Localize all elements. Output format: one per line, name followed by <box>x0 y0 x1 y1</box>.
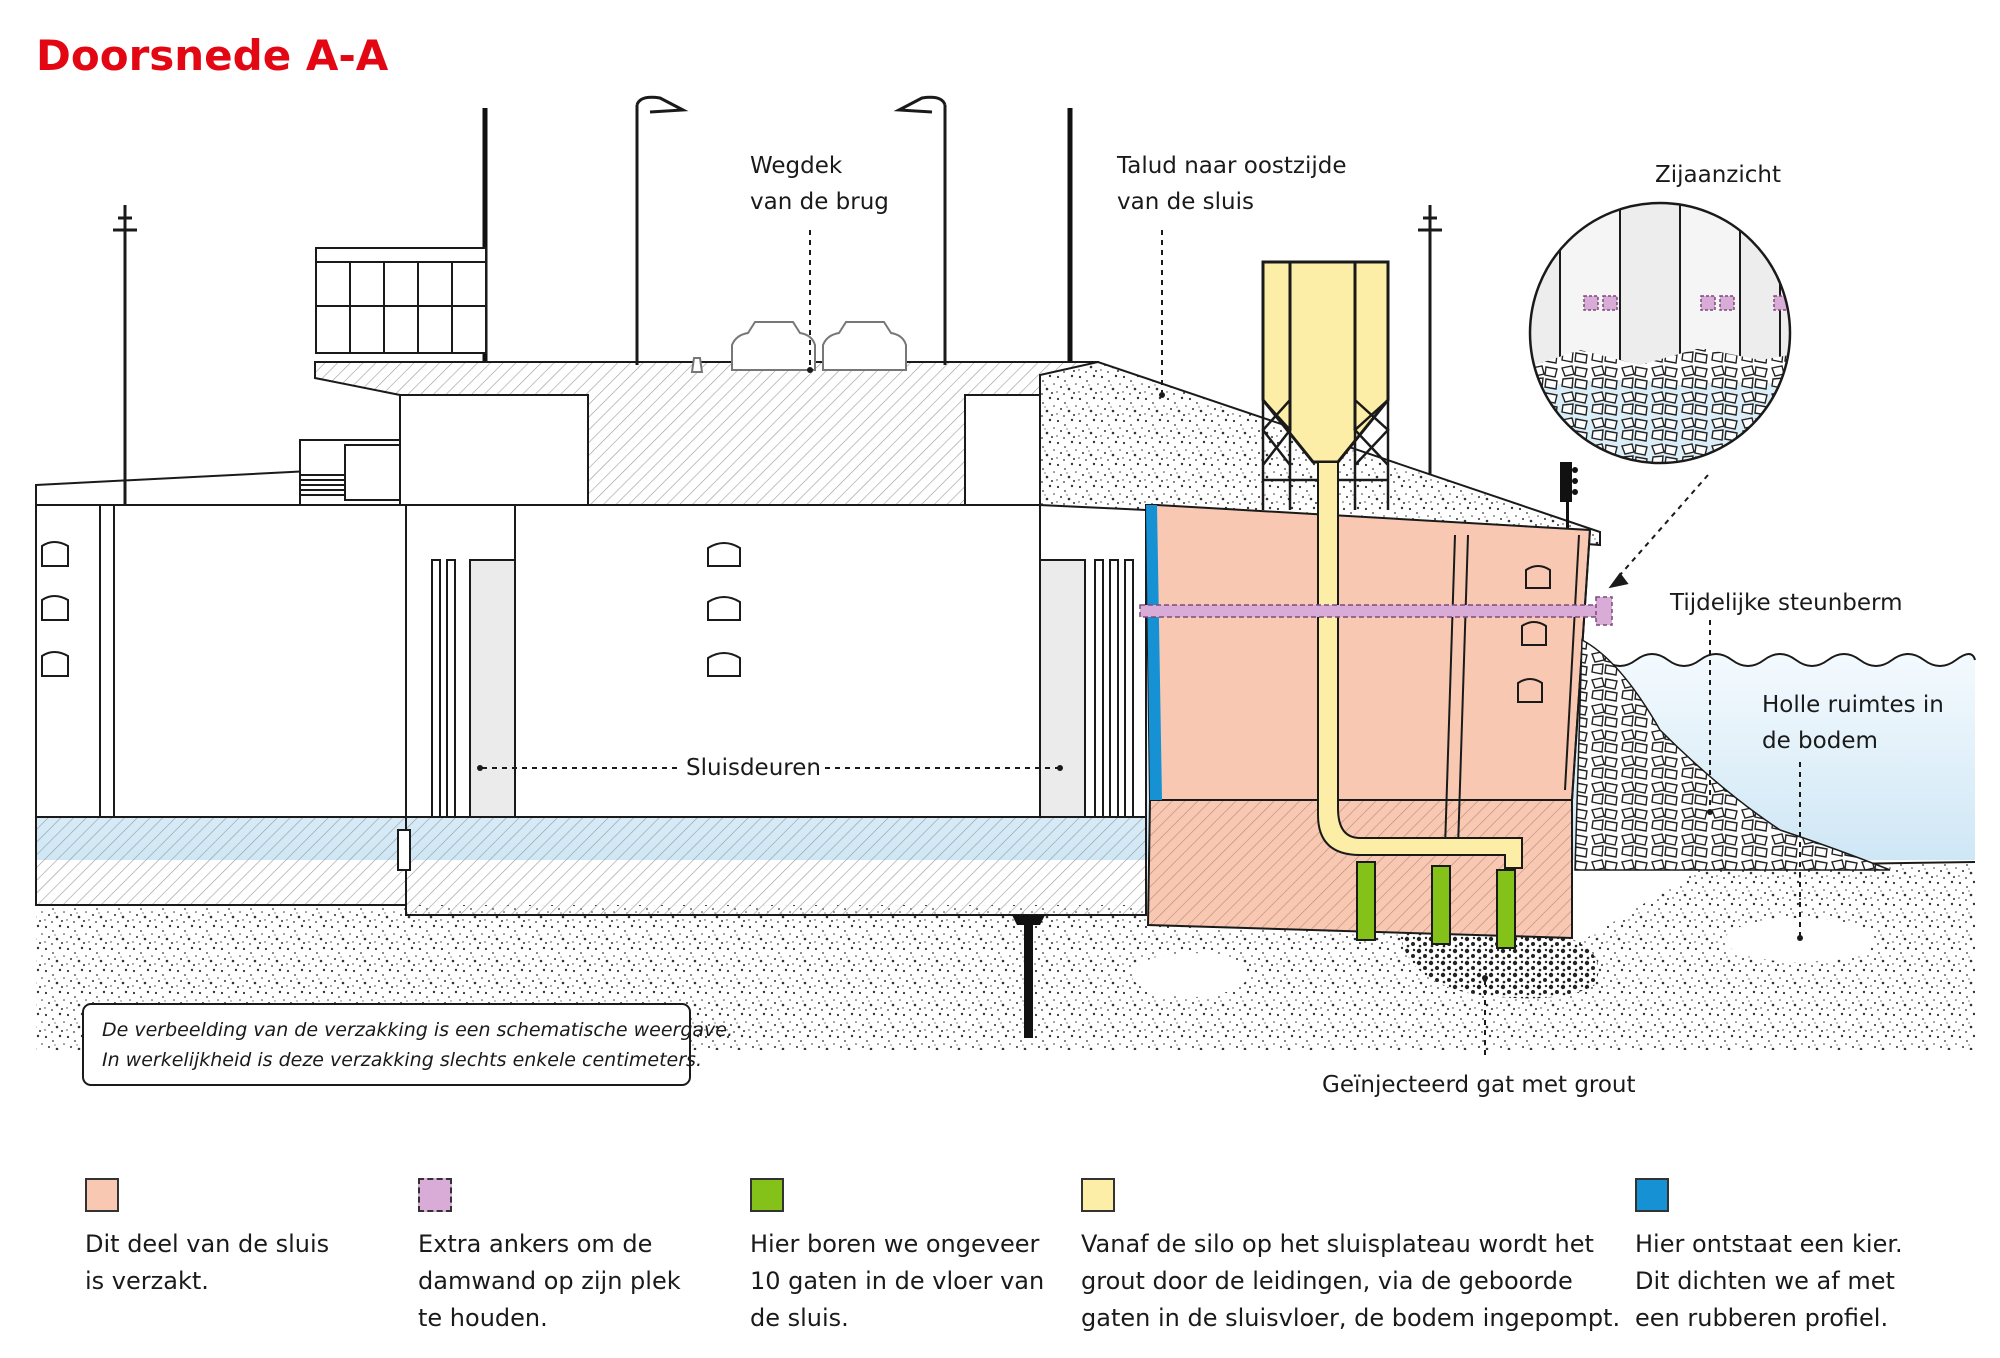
grout-pipe <box>1317 461 1523 869</box>
legend-text-verzakt: Dit deel van de sluis is verzakt. <box>85 1230 330 1295</box>
legend-item-silo: Vanaf de silo op het sluisplateau wordt … <box>1081 1178 1620 1337</box>
legend-item-ankers: Extra ankers om de damwand op zijn plek … <box>418 1178 681 1337</box>
label-talud-line2: van de sluis <box>1117 189 1254 215</box>
legend-item-gaten: Hier boren we ongeveer 10 gaten in de vl… <box>750 1178 1044 1337</box>
foundation-pile <box>1012 915 1045 1038</box>
label-wegdek-line2: van de brug <box>750 189 889 215</box>
legend-swatch-verzakt <box>85 1178 119 1212</box>
cars <box>690 321 907 373</box>
legend-swatch-gaten <box>750 1178 784 1212</box>
silo <box>1261 260 1390 510</box>
traffic-light <box>1560 462 1578 530</box>
legend-swatch-silo <box>1081 1178 1115 1212</box>
side-view-circle <box>1528 201 1792 465</box>
anchor-rod <box>1139 596 1613 626</box>
label-wegdek-line1: Wegdek <box>750 153 843 179</box>
left-quay <box>35 463 407 906</box>
label-grout: Geïnjecteerd gat met grout <box>1322 1072 1636 1098</box>
lock-chamber <box>397 394 1147 916</box>
page-title: Doorsnede A-A <box>36 31 389 80</box>
label-sluisdeuren: Sluisdeuren <box>686 755 821 781</box>
settled-lock-part <box>1144 504 1592 940</box>
legend-item-verzakt: Dit deel van de sluis is verzakt. <box>85 1178 329 1300</box>
legend-swatch-kier <box>1635 1178 1669 1212</box>
drill-holes <box>1356 861 1516 949</box>
operator-building <box>299 247 487 506</box>
leader-lines <box>482 230 1801 1058</box>
grout-injected-area <box>1400 930 1599 999</box>
support-berm <box>1574 638 1891 871</box>
legend-swatch-ankers <box>418 1178 452 1212</box>
disclaimer-note: De verbeelding van de verzakking is een … <box>82 1003 733 1086</box>
legend-item-kier: Hier ontstaat een kier. Dit dichten we a… <box>1635 1178 1903 1337</box>
legend-text-kier: Hier ontstaat een kier. Dit dichten we a… <box>1635 1230 1903 1332</box>
legend-text-ankers: Extra ankers om de damwand op zijn plek … <box>418 1230 681 1332</box>
label-holle-line2: de bodem <box>1762 728 1878 754</box>
label-talud-line1: Talud naar oostzijde <box>1116 153 1347 179</box>
label-zijaanzicht: Zijaanzicht <box>1655 162 1781 188</box>
legend-text-silo: Vanaf de silo op het sluisplateau wordt … <box>1081 1230 1621 1332</box>
label-steunberm: Tijdelijke steunberm <box>1669 590 1903 616</box>
label-holle-line1: Holle ruimtes in <box>1762 692 1944 718</box>
note-line1: De verbeelding van de verzakking is een … <box>102 1019 733 1041</box>
note-line2: In werkelijkheid is deze verzakking slec… <box>102 1049 702 1071</box>
legend-text-gaten: Hier boren we ongeveer 10 gaten in de vl… <box>750 1230 1045 1332</box>
lamp-posts <box>113 95 1442 510</box>
